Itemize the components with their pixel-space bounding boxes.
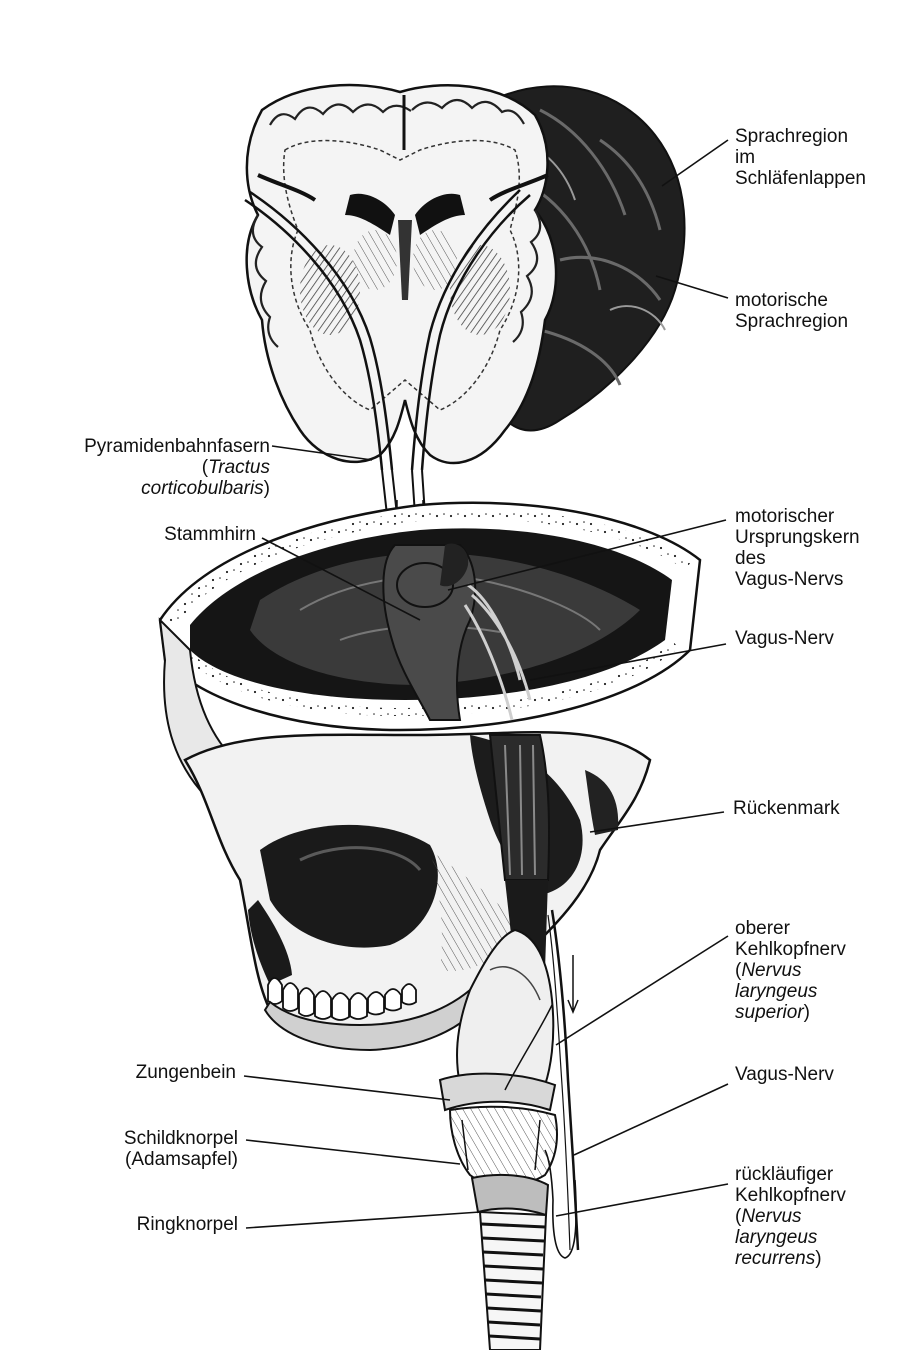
label-rueckenmark: Rückenmark <box>733 798 840 819</box>
label-line: Pyramidenbahnfasern <box>8 436 270 457</box>
label-line: Vagus-Nervs <box>735 569 860 590</box>
label-rueckl-kehlkopfnerv: rückläufiger Kehlkopfnerv (Nervus laryng… <box>735 1164 846 1269</box>
label-line: recurrens) <box>735 1248 846 1269</box>
recurrent-laryngeal-nerve <box>545 1150 576 1258</box>
latin-term: Nervus <box>741 960 801 981</box>
label-zungenbein: Zungenbein <box>60 1062 236 1083</box>
label-line: Vagus-Nerv <box>735 628 834 649</box>
leader-zungenbein <box>244 1076 450 1100</box>
latin-term: recurrens <box>735 1248 815 1269</box>
label-line: motorischer <box>735 506 860 527</box>
label-line: oberer <box>735 918 846 939</box>
label-vagus-nerv-lower: Vagus-Nerv <box>735 1064 834 1085</box>
label-line: motorische <box>735 290 848 311</box>
leader-vagus-lower <box>574 1084 728 1155</box>
label-pyramidenbahnfasern: Pyramidenbahnfasern (Tractus corticobulb… <box>8 436 270 499</box>
label-line: rückläufiger <box>735 1164 846 1185</box>
label-line: (Nervus <box>735 960 846 981</box>
label-oberer-kehlkopfnerv: oberer Kehlkopfnerv (Nervus laryngeus su… <box>735 918 846 1023</box>
leader-oberer-kehlkopfnerv <box>556 936 728 1045</box>
label-line: Kehlkopfnerv <box>735 939 846 960</box>
label-line: Ringknorpel <box>60 1214 238 1235</box>
label-vagus-nerv-upper: Vagus-Nerv <box>735 628 834 649</box>
label-line: laryngeus <box>735 981 846 1002</box>
latin-term: corticobulbaris <box>141 478 264 499</box>
label-line: des <box>735 548 860 569</box>
label-motorische-sprachregion: motorische Sprachregion <box>735 290 848 332</box>
cricoid-cartilage <box>472 1175 548 1215</box>
label-line: (Nervus <box>735 1206 846 1227</box>
label-line: laryngeus <box>735 1227 846 1248</box>
brain <box>245 85 685 470</box>
label-line: Vagus-Nerv <box>735 1064 834 1085</box>
paren-close: ) <box>804 1002 810 1023</box>
leader-schildknorpel <box>246 1140 460 1164</box>
label-line: Ursprungskern <box>735 527 860 548</box>
label-schildknorpel: Schildknorpel (Adamsapfel) <box>60 1128 238 1170</box>
label-line: Stammhirn <box>100 524 256 545</box>
latin-term: Nervus <box>741 1206 801 1227</box>
label-stammhirn: Stammhirn <box>100 524 256 545</box>
label-sprachregion-schlaefenlappen: Sprachregion im Schläfenlappen <box>735 126 866 189</box>
vagus-nerve-descending <box>552 910 578 1250</box>
leader-rueckl-kehlkopfnerv <box>556 1184 728 1216</box>
label-line: corticobulbaris) <box>8 478 270 499</box>
leader-ringknorpel <box>246 1212 480 1228</box>
label-line: im <box>735 147 866 168</box>
label-line: (Adamsapfel) <box>60 1149 238 1170</box>
latin-term: Tractus <box>208 457 270 478</box>
hyoid <box>440 1074 555 1110</box>
label-line: Rückenmark <box>733 798 840 819</box>
label-line: Schildknorpel <box>60 1128 238 1149</box>
label-line: Zungenbein <box>60 1062 236 1083</box>
paren-close: ) <box>815 1248 821 1269</box>
label-line: Sprachregion <box>735 311 848 332</box>
paren-close: ) <box>264 478 270 499</box>
latin-term: superior <box>735 1002 804 1023</box>
label-motorischer-ursprungskern: motorischer Ursprungskern des Vagus-Nerv… <box>735 506 860 590</box>
label-line: Kehlkopfnerv <box>735 1185 846 1206</box>
label-line: (Tractus <box>8 457 270 478</box>
label-line: superior) <box>735 1002 846 1023</box>
label-line: Schläfenlappen <box>735 168 866 189</box>
label-line: Sprachregion <box>735 126 866 147</box>
label-ringknorpel: Ringknorpel <box>60 1214 238 1235</box>
